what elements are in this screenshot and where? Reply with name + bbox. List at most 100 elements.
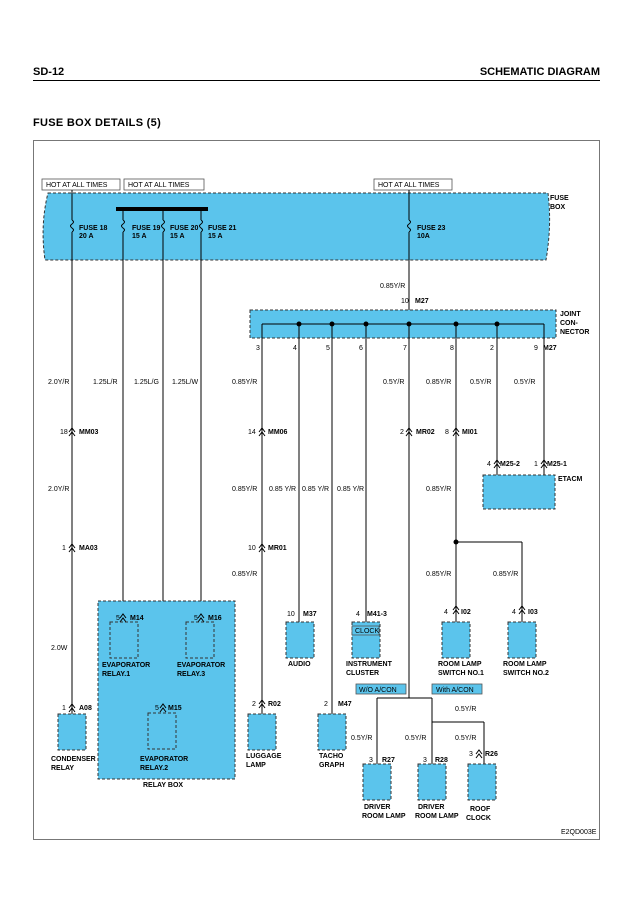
svg-text:3: 3	[369, 757, 373, 764]
svg-text:EVAPORATOR: EVAPORATOR	[140, 756, 188, 763]
svg-text:1: 1	[62, 545, 66, 552]
svg-text:M14: M14	[130, 615, 144, 622]
joint-label-3: NECTOR	[560, 329, 589, 336]
svg-text:FUSE 20: FUSE 20	[170, 225, 199, 232]
svg-text:0.5Y/R: 0.5Y/R	[470, 379, 491, 386]
diagram-frame	[33, 140, 600, 840]
roof-clock	[467, 763, 497, 801]
svg-text:1: 1	[62, 705, 66, 712]
joint-label-2: CON-	[560, 320, 579, 327]
svg-text:LUGGAGE: LUGGAGE	[246, 753, 282, 760]
svg-text:8: 8	[450, 345, 454, 352]
svg-text:FUSE 19: FUSE 19	[132, 225, 161, 232]
svg-text:4: 4	[487, 461, 491, 468]
svg-text:0.85 Y/R: 0.85 Y/R	[269, 486, 296, 493]
svg-text:5: 5	[116, 615, 120, 622]
svg-text:SWITCH NO.1: SWITCH NO.1	[438, 670, 484, 677]
svg-text:4: 4	[512, 609, 516, 616]
svg-text:FUSE 21: FUSE 21	[208, 225, 237, 232]
svg-text:FUSE 18: FUSE 18	[79, 225, 108, 232]
svg-text:2: 2	[324, 701, 328, 708]
hot-tag-1: HOT AT ALL TIMES	[46, 182, 108, 189]
svg-text:M41-3: M41-3	[367, 611, 387, 618]
svg-text:0.85Y/R: 0.85Y/R	[232, 486, 257, 493]
svg-text:4: 4	[444, 609, 448, 616]
svg-text:MA03: MA03	[79, 545, 98, 552]
svg-text:0.85Y/R: 0.85Y/R	[493, 571, 518, 578]
joint-label-1: JOINT	[560, 311, 581, 318]
svg-text:14: 14	[248, 429, 256, 436]
joint-conn: M27	[543, 345, 557, 352]
tacho-graph	[317, 713, 347, 751]
svg-text:1.25L/R: 1.25L/R	[93, 379, 118, 386]
clock-label: CLOCK	[355, 628, 379, 635]
svg-text:W/O A/CON: W/O A/CON	[359, 687, 397, 694]
svg-text:10A: 10A	[417, 233, 430, 240]
svg-text:18: 18	[60, 429, 68, 436]
etacm	[482, 474, 556, 510]
svg-text:5: 5	[155, 705, 159, 712]
fuse-box-label-2: BOX	[550, 204, 566, 211]
svg-text:2: 2	[252, 701, 256, 708]
svg-text:CLOCK: CLOCK	[466, 815, 491, 822]
svg-text:2.0Y/R: 2.0Y/R	[48, 379, 69, 386]
svg-text:CLUSTER: CLUSTER	[346, 670, 379, 677]
svg-text:9: 9	[534, 345, 538, 352]
svg-text:1.25L/G: 1.25L/G	[134, 379, 159, 386]
svg-text:10: 10	[287, 611, 295, 618]
hot-tag-2: HOT AT ALL TIMES	[128, 182, 190, 189]
svg-text:15 A: 15 A	[208, 233, 223, 240]
svg-text:0.85Y/R: 0.85Y/R	[426, 379, 451, 386]
svg-text:0.85 Y/R: 0.85 Y/R	[302, 486, 329, 493]
svg-text:M47: M47	[338, 701, 352, 708]
svg-text:DRIVER: DRIVER	[418, 804, 444, 811]
fuse-box-label-1: FUSE	[550, 195, 569, 202]
svg-text:15 A: 15 A	[170, 233, 185, 240]
svg-text:2.0W: 2.0W	[51, 645, 68, 652]
svg-text:LAMP: LAMP	[246, 762, 266, 769]
svg-text:0.85Y/R: 0.85Y/R	[426, 486, 451, 493]
svg-text:0.5Y/R: 0.5Y/R	[383, 379, 404, 386]
svg-text:RELAY.1: RELAY.1	[102, 671, 130, 678]
wire-label: 0.85Y/R	[380, 283, 405, 290]
driver-room-lamp-1	[362, 763, 392, 801]
svg-text:0.85Y/R: 0.85Y/R	[232, 571, 257, 578]
svg-text:R27: R27	[382, 757, 395, 764]
svg-text:2.0Y/R: 2.0Y/R	[48, 486, 69, 493]
svg-text:6: 6	[359, 345, 363, 352]
svg-text:MR02: MR02	[416, 429, 435, 436]
svg-text:M16: M16	[208, 615, 222, 622]
svg-text:3: 3	[256, 345, 260, 352]
room-lamp-switch-2	[507, 621, 537, 659]
svg-text:M37: M37	[303, 611, 317, 618]
svg-text:0.5Y/R: 0.5Y/R	[455, 735, 476, 742]
svg-text:RELAY.2: RELAY.2	[140, 765, 168, 772]
svg-text:EVAPORATOR: EVAPORATOR	[177, 662, 225, 669]
svg-text:8: 8	[445, 429, 449, 436]
svg-text:ROOM LAMP: ROOM LAMP	[438, 661, 482, 668]
svg-text:0.5Y/R: 0.5Y/R	[455, 706, 476, 713]
svg-text:EVAPORATOR: EVAPORATOR	[102, 662, 150, 669]
svg-text:15 A: 15 A	[132, 233, 147, 240]
svg-text:M15: M15	[168, 705, 182, 712]
svg-text:7: 7	[403, 345, 407, 352]
driver-room-lamp-2	[417, 763, 447, 801]
condenser-relay	[57, 713, 87, 751]
svg-text:5: 5	[326, 345, 330, 352]
page-title: FUSE BOX DETAILS (5)	[33, 117, 162, 129]
svg-text:4: 4	[293, 345, 297, 352]
svg-text:2: 2	[490, 345, 494, 352]
svg-text:3: 3	[469, 751, 473, 758]
svg-text:1.25L/W: 1.25L/W	[172, 379, 198, 386]
svg-text:MR01: MR01	[268, 545, 287, 552]
svg-text:20 A: 20 A	[79, 233, 94, 240]
svg-text:CONDENSER: CONDENSER	[51, 756, 96, 763]
svg-text:I02: I02	[461, 609, 471, 616]
room-lamp-switch-1	[441, 621, 471, 659]
svg-text:4: 4	[356, 611, 360, 618]
